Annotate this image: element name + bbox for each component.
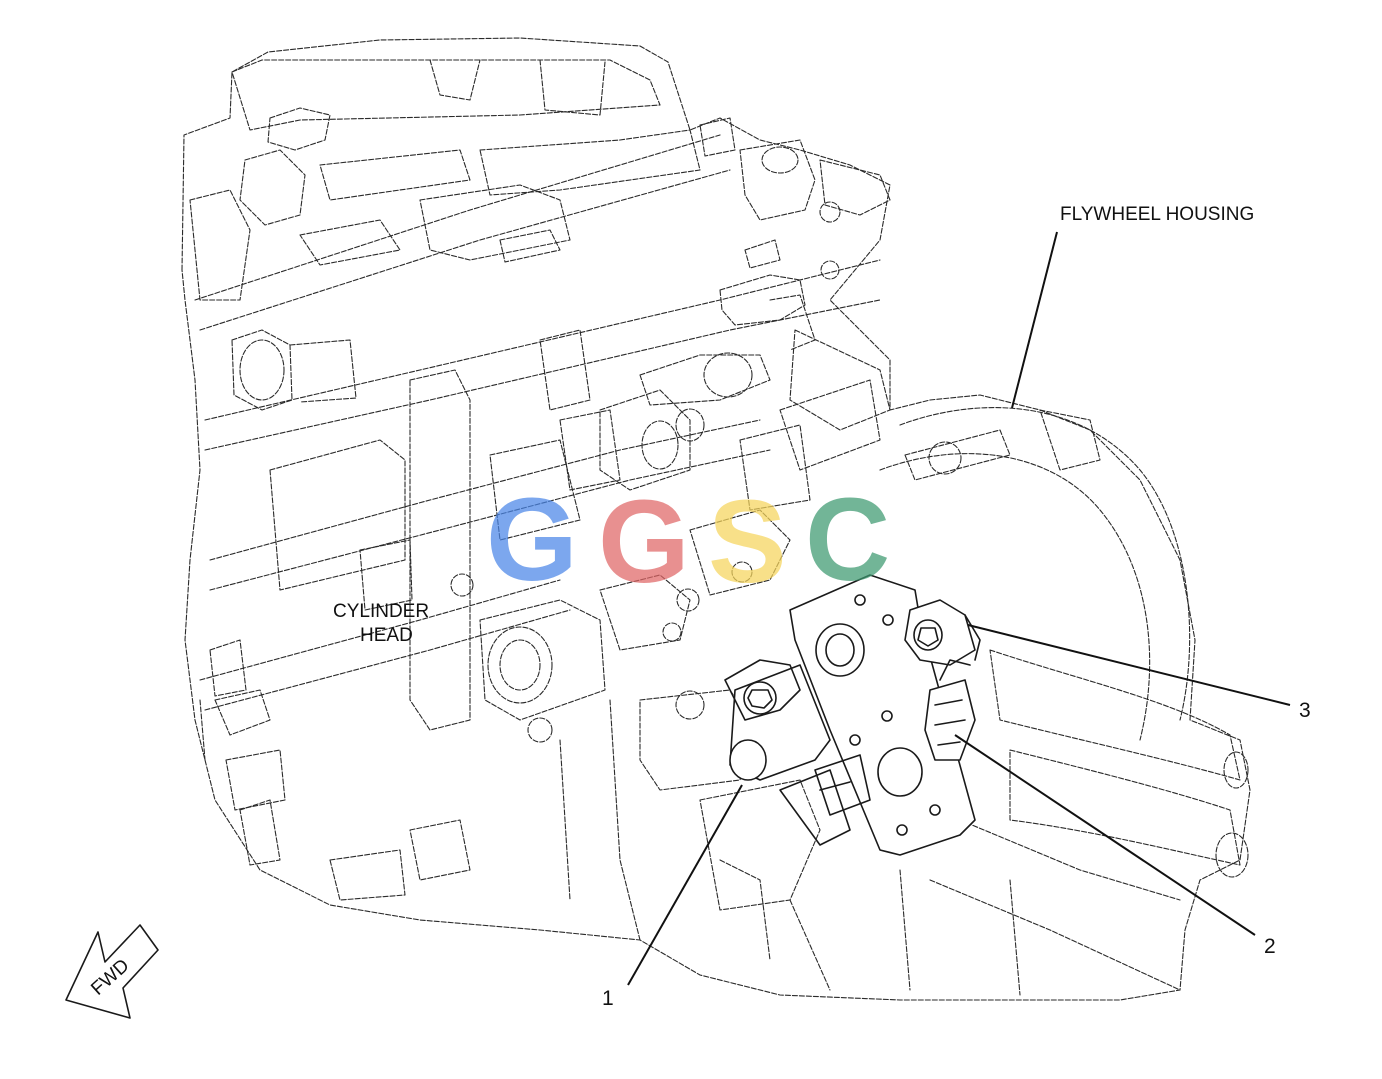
cylinder-head-label-line1: CYLINDER [333,601,429,622]
watermark-ggsc: G G S C [486,474,890,608]
callout-1: 1 [602,784,743,1010]
callout-1-leader [627,784,743,986]
callout-2-number: 2 [1264,935,1276,958]
fwd-arrow: FWD [65,924,159,1019]
engine-block-drawing [181,37,1251,1001]
callout-3-leader [967,624,1291,706]
cylinder-head-callout: CYLINDER HEAD [333,601,429,646]
cylinder-head-label-line2: HEAD [360,625,413,646]
fwd-arrow-icon [65,924,159,1019]
callout-3: 3 [967,624,1311,722]
flywheel-housing-leader [1011,231,1058,409]
watermark-letter-3: S [708,476,787,608]
callout-2-leader [954,734,1256,936]
flywheel-housing-callout: FLYWHEEL HOUSING [1011,204,1254,409]
callout-3-number: 3 [1299,699,1311,722]
callout-2: 2 [954,734,1276,958]
watermark-letter-2: G [598,476,690,608]
callout-1-number: 1 [602,987,614,1010]
crank-sensor-bracket [724,574,981,856]
watermark-letter-1: G [486,474,578,606]
flywheel-housing-label: FLYWHEEL HOUSING [1060,204,1254,225]
watermark-letter-4: C [805,474,890,606]
